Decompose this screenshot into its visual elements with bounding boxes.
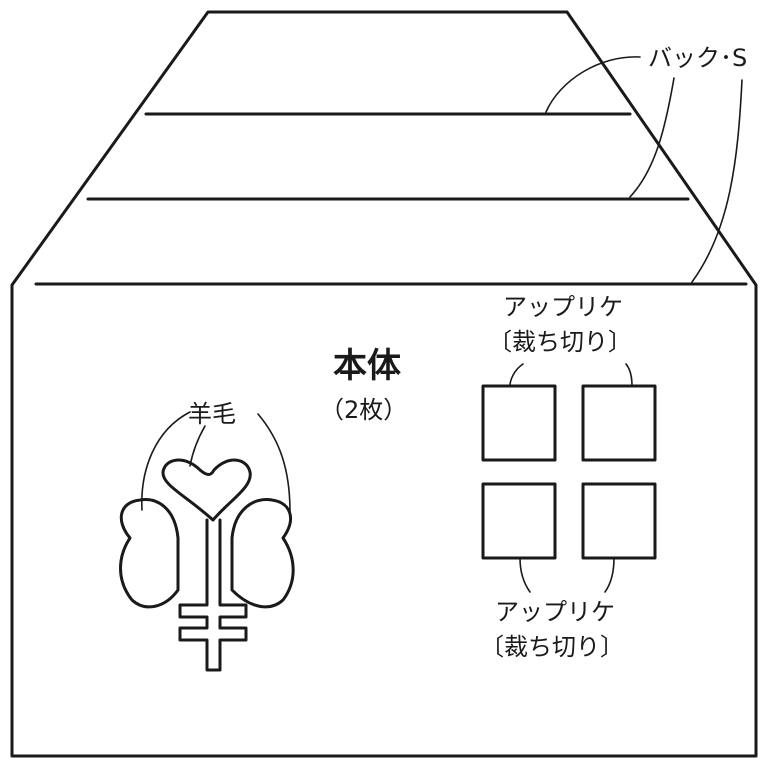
- wool-leader-right: [257, 413, 291, 513]
- applique-top-leader-right: [625, 363, 633, 387]
- applique-square-4: [581, 482, 657, 560]
- body-outline: [10, 10, 758, 758]
- back-stitch-label: バック･S: [648, 44, 747, 72]
- wool-leader-center: [189, 425, 206, 467]
- clover-flower-icon: [119, 458, 295, 672]
- applique-bottom-label-line2: 〔裁ち切り〕: [480, 633, 624, 661]
- applique-top-label-line2: 〔裁ち切り〕: [488, 328, 632, 356]
- wool-leader-left: [141, 411, 191, 511]
- applique-square-2: [581, 384, 657, 462]
- back-stitch-leader-3: [691, 79, 743, 283]
- applique-top-leader-left: [509, 363, 524, 387]
- applique-square-1: [481, 384, 557, 462]
- back-stitch-leader-1: [545, 56, 641, 113]
- applique-bottom-leader-left: [519, 557, 531, 593]
- applique-bottom-leader-right: [604, 557, 615, 593]
- wool-label: 羊毛: [188, 400, 236, 428]
- body-title: 本体: [333, 346, 401, 386]
- applique-square-3: [481, 482, 557, 560]
- body-count: （2枚）: [320, 396, 407, 424]
- applique-bottom-label-line1: アップリケ: [495, 598, 615, 626]
- back-stitch-leader-2: [629, 77, 675, 198]
- applique-top-label-line1: アップリケ: [503, 293, 623, 321]
